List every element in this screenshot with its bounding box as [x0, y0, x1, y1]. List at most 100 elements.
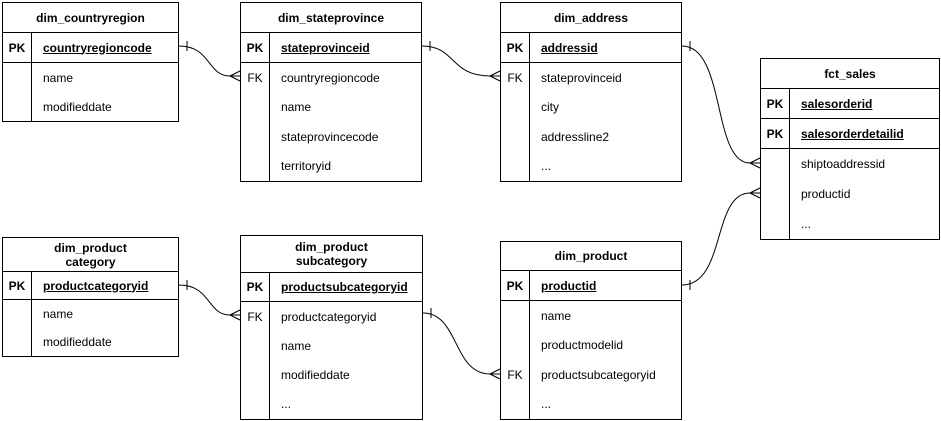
column-name: productmodelid	[541, 338, 624, 353]
table-row: ...	[761, 209, 939, 239]
column-name: name	[281, 100, 312, 115]
column-name: productid	[541, 278, 597, 293]
key-cell	[501, 92, 530, 122]
connector-line	[178, 45, 231, 77]
table-row: addressline2	[501, 122, 681, 152]
entity-dim-product-subcategory[interactable]: dim_product subcategory PK productsubcat…	[240, 235, 423, 420]
key-cell	[501, 122, 530, 152]
key-cell	[241, 360, 270, 390]
pk-badge: PK	[3, 33, 32, 62]
entity-dim-product[interactable]: dim_product PK productid name productmod…	[500, 241, 682, 420]
column-name: salesorderid	[801, 96, 873, 111]
entity-dim-stateprovince[interactable]: dim_stateprovince PK stateprovinceid FK …	[240, 2, 422, 182]
connector-line	[681, 192, 751, 286]
table-row: productid	[761, 179, 939, 209]
entity-title: dim_countryregion	[3, 3, 178, 33]
entity-title: dim_product category	[3, 238, 178, 272]
column-name: modifieddate	[43, 99, 112, 114]
column-name: addressline2	[541, 129, 610, 144]
table-row: FK stateprovinceid	[501, 63, 681, 93]
column-name: ...	[541, 397, 552, 412]
table-row: PK countryregioncode	[3, 33, 178, 63]
entity-title: dim_product	[501, 242, 681, 271]
table-row: stateprovincecode	[241, 122, 421, 152]
connector-line	[681, 45, 751, 164]
many-marker	[229, 70, 241, 82]
fk-badge: FK	[241, 302, 270, 332]
entity-fct-sales[interactable]: fct_sales PK salesorderid PK salesorderd…	[760, 58, 940, 240]
table-row: shiptoaddressid	[761, 149, 939, 179]
table-row: PK salesorderdetailid	[761, 119, 939, 149]
table-row: name	[501, 301, 681, 331]
column-name: name	[43, 307, 74, 321]
key-cell	[501, 389, 530, 419]
connector-line	[178, 284, 231, 316]
key-cell	[761, 209, 790, 239]
pk-badge: PK	[501, 271, 530, 300]
key-cell	[501, 330, 530, 360]
many-marker	[489, 368, 501, 380]
key-cell	[761, 179, 790, 209]
pk-badge: PK	[241, 273, 270, 301]
fk-badge: FK	[501, 360, 530, 390]
fk-badge: FK	[501, 63, 530, 93]
entity-dim-product-category[interactable]: dim_product category PK productcategoryi…	[2, 237, 179, 357]
table-row: ...	[501, 151, 681, 181]
table-row: PK stateprovinceid	[241, 33, 421, 63]
key-cell	[3, 300, 32, 328]
column-name: salesorderdetailid	[801, 126, 904, 141]
key-cell	[3, 328, 32, 356]
entity-title: dim_address	[501, 3, 681, 33]
connector-stateprovince-address[interactable]	[421, 41, 501, 82]
connector-address-fctsales[interactable]	[681, 41, 761, 169]
table-row: PK productsubcategoryid	[241, 273, 422, 302]
table-row: PK addressid	[501, 33, 681, 63]
table-row: ...	[241, 389, 422, 419]
connector-category-subcategory[interactable]	[178, 280, 241, 321]
column-name: territoryid	[281, 159, 332, 174]
column-name: name	[43, 70, 74, 85]
column-name: productcategoryid	[43, 278, 149, 293]
entity-dim-countryregion[interactable]: dim_countryregion PK countryregioncode n…	[2, 2, 179, 122]
key-cell	[241, 151, 270, 181]
many-marker	[749, 157, 761, 169]
table-row: name	[3, 300, 178, 328]
column-name: countryregioncode	[281, 70, 380, 85]
key-cell	[241, 122, 270, 152]
column-name: modifieddate	[281, 368, 350, 383]
entity-title: fct_sales	[761, 59, 939, 89]
column-name: shiptoaddressid	[801, 157, 886, 171]
column-name: ...	[281, 397, 292, 412]
table-row: FK countryregioncode	[241, 63, 421, 93]
column-name: productid	[801, 187, 851, 201]
column-name: productsubcategoryid	[281, 280, 408, 294]
many-marker	[489, 70, 501, 82]
table-row: modifieddate	[3, 328, 178, 356]
column-name: productsubcategoryid	[541, 367, 656, 382]
connector-countryregion-stateprovince[interactable]	[178, 41, 241, 82]
table-row: modifieddate	[241, 360, 422, 390]
entity-dim-address[interactable]: dim_address PK addressid FK stateprovinc…	[500, 2, 682, 182]
column-name: city	[541, 100, 559, 115]
table-row: productmodelid	[501, 330, 681, 360]
many-marker	[749, 187, 761, 199]
key-cell	[501, 301, 530, 331]
column-name: stateprovinceid	[281, 40, 370, 55]
table-row: territoryid	[241, 151, 421, 181]
column-name: stateprovincecode	[281, 129, 379, 144]
table-row: modifieddate	[3, 92, 178, 121]
many-marker	[229, 309, 241, 321]
table-row: PK productcategoryid	[3, 272, 178, 300]
table-row: FK productcategoryid	[241, 302, 422, 332]
connector-subcategory-product[interactable]	[422, 308, 501, 380]
table-row: city	[501, 92, 681, 122]
column-name: productcategoryid	[281, 309, 377, 324]
key-cell	[3, 92, 32, 121]
connector-product-fctsales[interactable]	[681, 187, 761, 290]
key-cell	[241, 92, 270, 122]
key-cell	[241, 389, 270, 419]
connector-line	[422, 312, 491, 375]
column-name: name	[281, 338, 312, 353]
key-cell	[501, 151, 530, 181]
